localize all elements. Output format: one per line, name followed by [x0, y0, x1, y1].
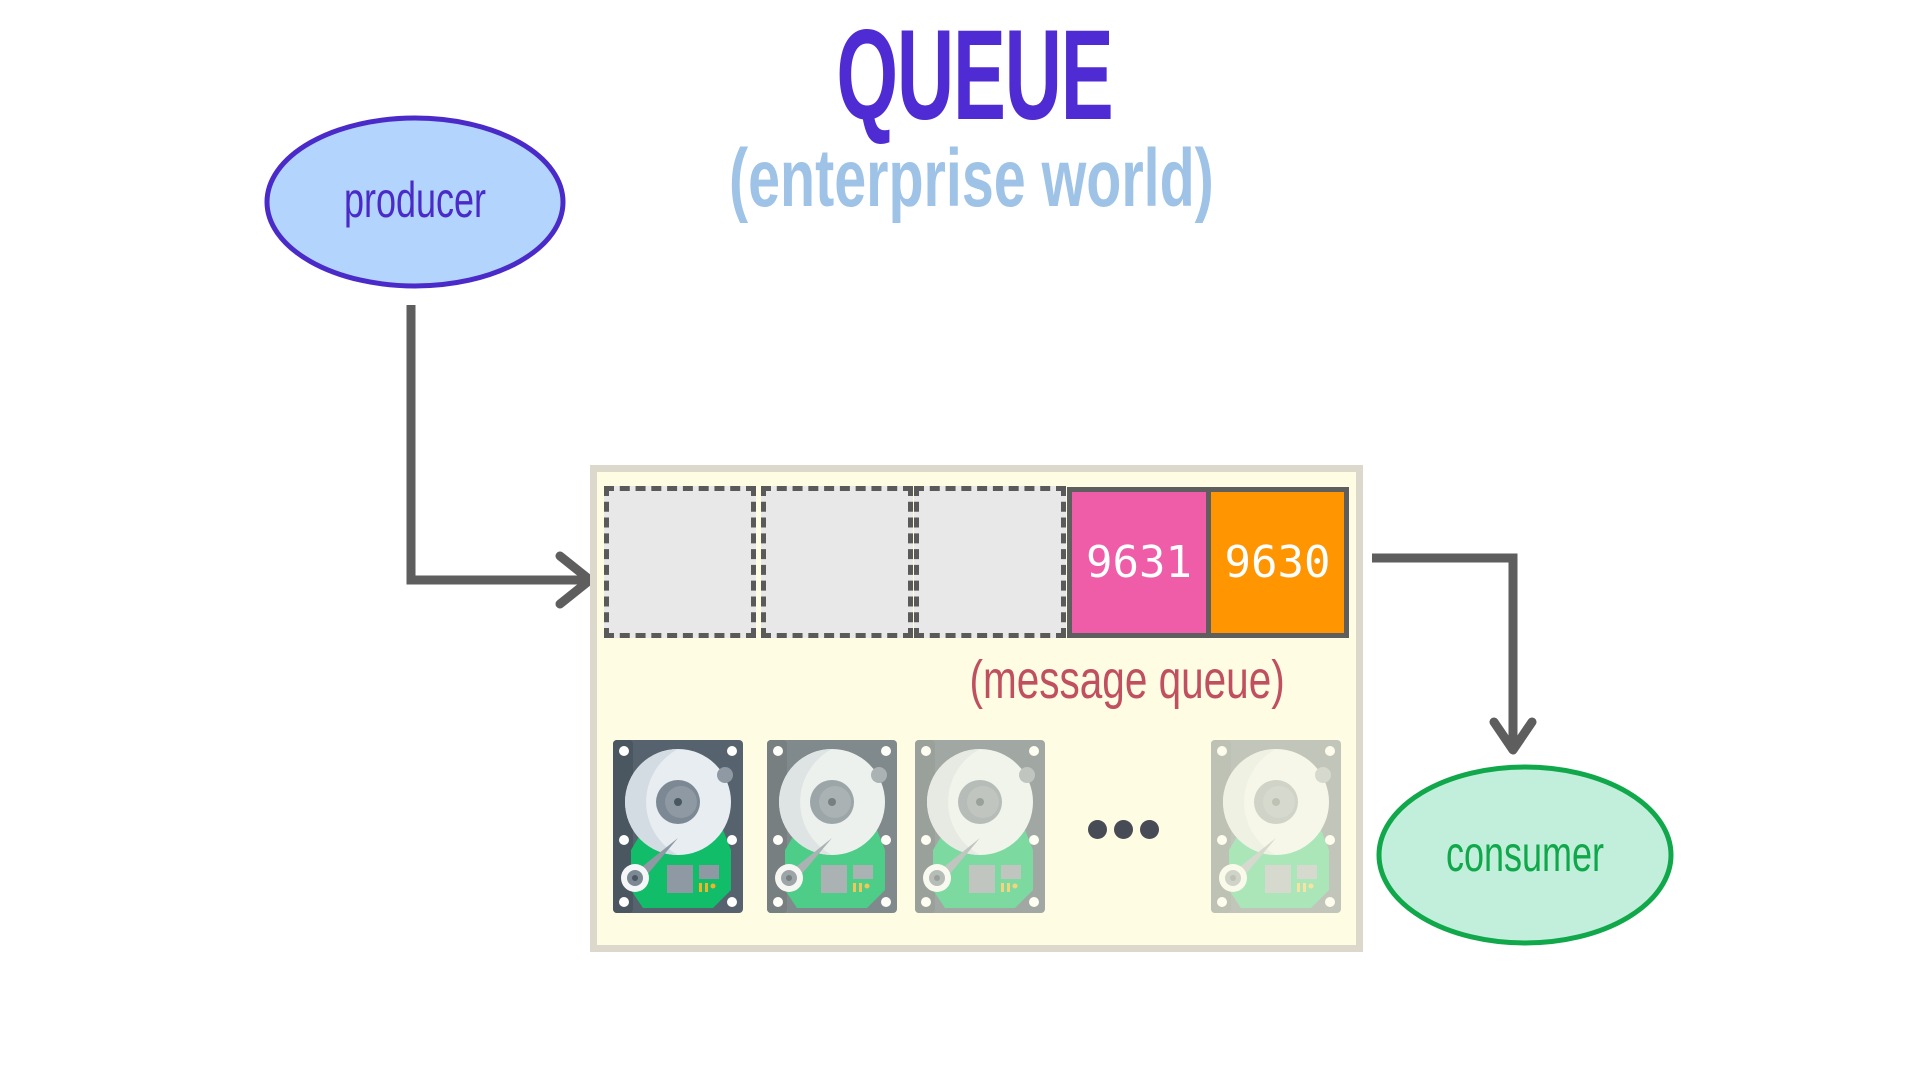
message-id: 9631 — [1086, 537, 1192, 588]
consumer-arrowhead — [1489, 717, 1537, 755]
ellipsis-dot — [1088, 820, 1107, 839]
hard-drive-icon — [613, 740, 743, 913]
queue-message[interactable]: 9630 — [1206, 487, 1349, 638]
hard-drive-icon — [767, 740, 897, 913]
ellipsis-icon — [1088, 820, 1166, 843]
consumer-label: consumer — [1445, 826, 1605, 882]
empty-queue-slot — [761, 486, 913, 638]
consumer-node[interactable] — [1376, 764, 1674, 946]
hard-drive-icon — [1211, 740, 1341, 913]
message-id: 9630 — [1224, 537, 1331, 588]
empty-queue-slot — [914, 486, 1066, 638]
producer-to-queue-arrow — [406, 305, 588, 585]
diagram-title: QUEUE — [836, 4, 1113, 147]
producer-label: producer — [343, 172, 487, 228]
queue-to-consumer-arrow — [1372, 553, 1518, 747]
message-queue-label: (message queue) — [969, 650, 1285, 710]
queue-message[interactable]: 9631 — [1067, 487, 1211, 638]
diagram-subtitle: (enterprise world) — [729, 133, 1214, 224]
empty-queue-slot — [604, 486, 756, 638]
producer-node[interactable] — [264, 115, 566, 289]
ellipsis-dot — [1140, 820, 1159, 839]
ellipsis-dot — [1114, 820, 1133, 839]
hard-drive-icon — [915, 740, 1045, 913]
